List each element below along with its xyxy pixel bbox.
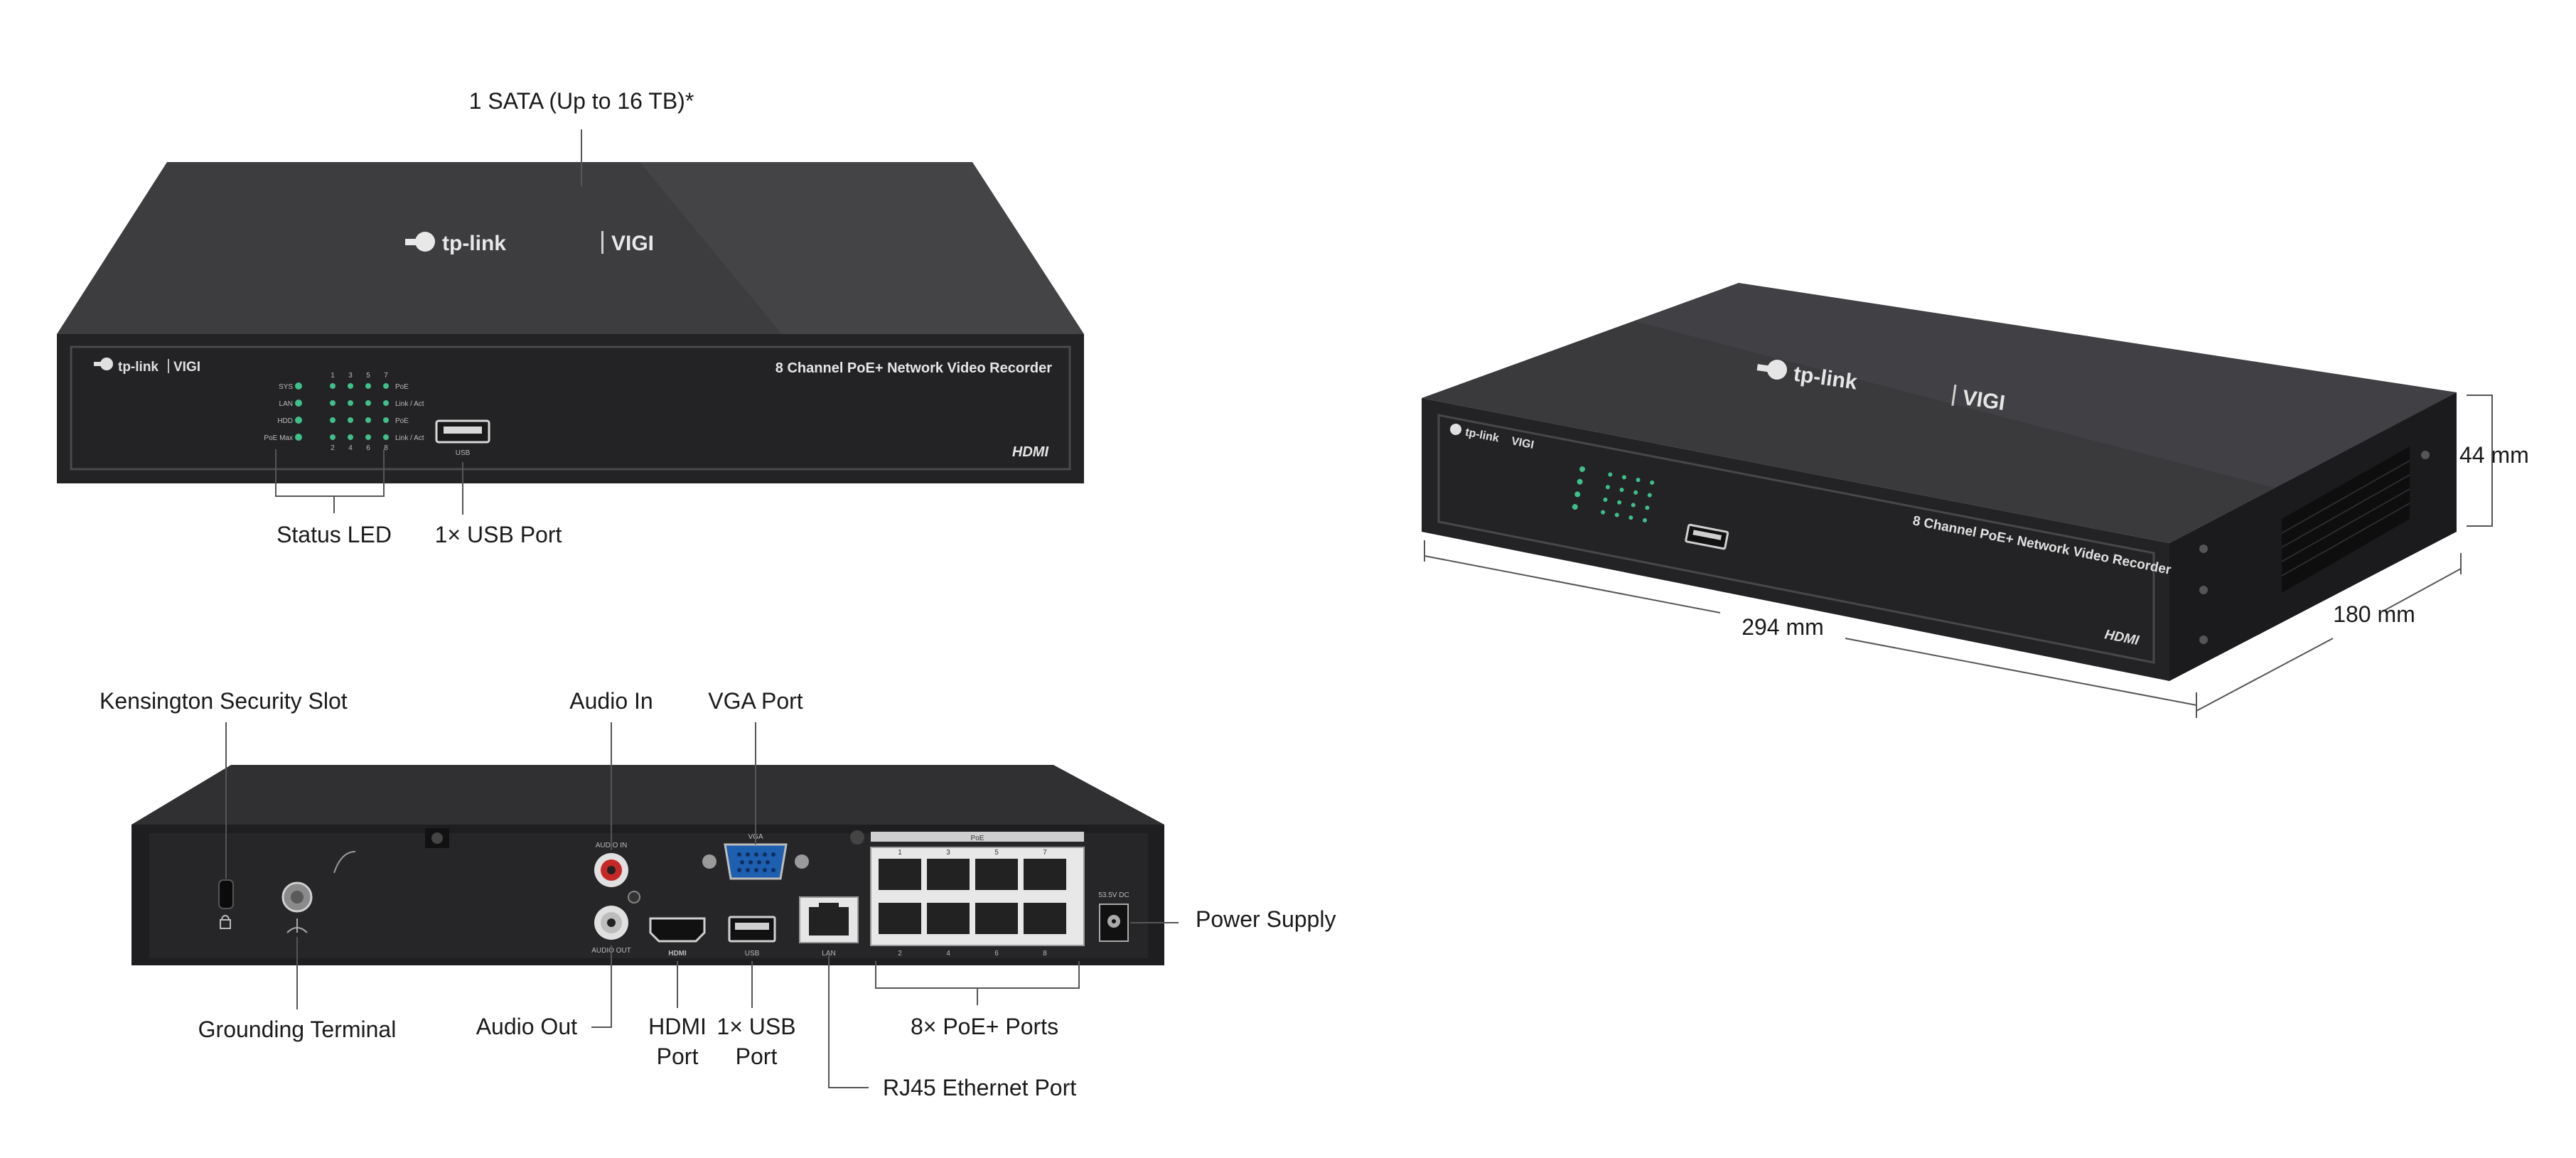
callout-sata: 1 SATA (Up to 16 TB)* <box>468 88 694 114</box>
callout-vga-port: VGA Port <box>708 688 803 714</box>
led-label-poe: PoE <box>395 417 409 425</box>
front-port-number: 7 <box>384 372 388 380</box>
audio-screw <box>628 891 640 904</box>
front-callout-lines <box>275 129 582 515</box>
lan-port: LAN <box>799 896 859 958</box>
front-product-name: 8 Channel PoE+ Network Video Recorder <box>776 360 1052 376</box>
callout-kensington-slot: Kensington Security Slot <box>100 688 348 714</box>
rear-port-number: 2 <box>898 950 902 958</box>
rear-port-number: 5 <box>994 849 999 857</box>
hdmi-connector: HDMI <box>649 917 706 958</box>
rear-device-top <box>132 765 1164 825</box>
persp-vent-lines <box>2281 460 2410 577</box>
front-port-number: 3 <box>348 372 353 380</box>
callout-audio-out: Audio Out <box>476 1014 577 1039</box>
rear-port-number: 6 <box>994 950 999 958</box>
front-status-leds <box>295 382 389 441</box>
led-label-poe: PoE <box>395 383 409 391</box>
perspective-view: tp-link VIGI tp-link VIGI 8 Chann <box>1422 283 2493 718</box>
rear-port-number: 7 <box>1043 849 1047 857</box>
dc-panel-label: 53.5V DC <box>1098 891 1129 899</box>
callout-rear-usb-port-line1: 1× USB <box>717 1014 796 1039</box>
rear-port-number: 4 <box>946 950 950 958</box>
rear-usb-panel-label: USB <box>745 950 760 958</box>
kensington-slot <box>218 879 234 929</box>
front-port-number: 2 <box>331 444 335 452</box>
persp-side-screws <box>2199 451 2430 644</box>
led-label-link-act: Link / Act <box>395 400 424 408</box>
power-dc-jack: 53.5V DC <box>1098 891 1129 942</box>
callout-audio-in: Audio In <box>569 688 653 714</box>
front-device-face <box>57 334 1084 483</box>
callout-power-supply: Power Supply <box>1196 906 1336 932</box>
grounding-terminal <box>281 881 313 933</box>
poe-port-block: PoE 1 3 5 7 2 4 6 8 <box>870 832 1085 958</box>
persp-side-vents <box>2282 446 2410 593</box>
front-face-brand: tp-link <box>118 360 159 375</box>
rear-port-number: 1 <box>898 849 902 857</box>
persp-front <box>1422 398 2169 681</box>
led-label-poe-max: PoE Max <box>264 434 293 442</box>
front-port-number: 1 <box>331 372 335 380</box>
front-port-number: 5 <box>366 372 370 380</box>
front-usb-port: USB <box>435 419 490 457</box>
persp-leds <box>1572 466 1655 522</box>
rear-view: AUDIO IN AUDIO OUT VGA <box>132 722 1179 1088</box>
dimension-width: 294 mm <box>1742 614 1824 640</box>
dimension-depth: 180 mm <box>2333 601 2415 627</box>
hdmi-panel-label: HDMI <box>668 950 687 958</box>
front-panel-bezel <box>70 345 1071 471</box>
front-top-logo: tp-link VIGI <box>405 231 654 255</box>
led-label-sys: SYS <box>279 383 293 391</box>
persp-face-logo: tp-link VIGI <box>1450 424 1535 451</box>
front-port-number: 4 <box>348 444 353 452</box>
rear-port-number: 3 <box>946 849 950 857</box>
poe-panel-label: PoE <box>971 835 984 842</box>
callout-rear-usb-port: 1× USB Port <box>717 1012 795 1071</box>
front-device-top-highlight <box>640 162 1084 334</box>
front-led-labels-left: SYS LAN HDD PoE Max <box>264 383 293 442</box>
callout-hdmi-port: HDMI Port <box>648 1012 707 1071</box>
vga-connector: VGA <box>702 833 809 880</box>
persp-front-bezel <box>1437 414 2155 664</box>
front-top-brand: tp-link <box>442 232 506 255</box>
front-port-numbers-bottom: 2 4 6 8 <box>331 444 388 452</box>
front-port-numbers-top: 1 3 5 7 <box>331 372 388 380</box>
callout-grounding-terminal: Grounding Terminal <box>198 1017 397 1042</box>
front-face-logo: tp-link VIGI <box>94 358 200 375</box>
rear-callout-lines <box>225 722 1179 1088</box>
front-usb-label: USB <box>456 449 471 457</box>
led-label-lan: LAN <box>279 400 293 408</box>
rear-port-number: 8 <box>1043 950 1047 958</box>
persp-usb <box>1685 523 1729 550</box>
callout-status-led: Status LED <box>277 522 392 547</box>
callout-hdmi-port-line1: HDMI <box>648 1014 707 1039</box>
callout-front-usb-port: 1× USB Port <box>434 522 562 547</box>
front-top-series: VIGI <box>611 232 654 255</box>
dimension-lines <box>1424 395 2493 718</box>
persp-face-series: VIGI <box>1510 435 1535 451</box>
callout-poe-ports: 8× PoE+ Ports <box>910 1014 1059 1039</box>
front-face-series: VIGI <box>173 360 200 375</box>
front-led-labels-right: PoE Link / Act PoE Link / Act <box>395 383 424 442</box>
dimension-height: 44 mm <box>2459 442 2529 468</box>
callout-hdmi-port-line2: Port <box>656 1043 699 1069</box>
front-port-number: 8 <box>384 444 388 452</box>
persp-top-highlight <box>1635 283 2457 488</box>
callout-rear-usb-port-line2: Port <box>735 1043 778 1069</box>
rear-usb-connector: USB <box>728 916 776 958</box>
persp-top <box>1422 283 2457 543</box>
led-label-link-act: Link / Act <box>395 434 424 442</box>
callout-rj45-port: RJ45 Ethernet Port <box>883 1075 1077 1100</box>
front-hdmi-logo: HDMI <box>1012 444 1049 460</box>
front-view: tp-link VIGI tp-link VIGI 8 Channel PoE+… <box>57 129 1084 515</box>
led-label-hdd: HDD <box>277 417 293 425</box>
front-port-number: 6 <box>366 444 370 452</box>
